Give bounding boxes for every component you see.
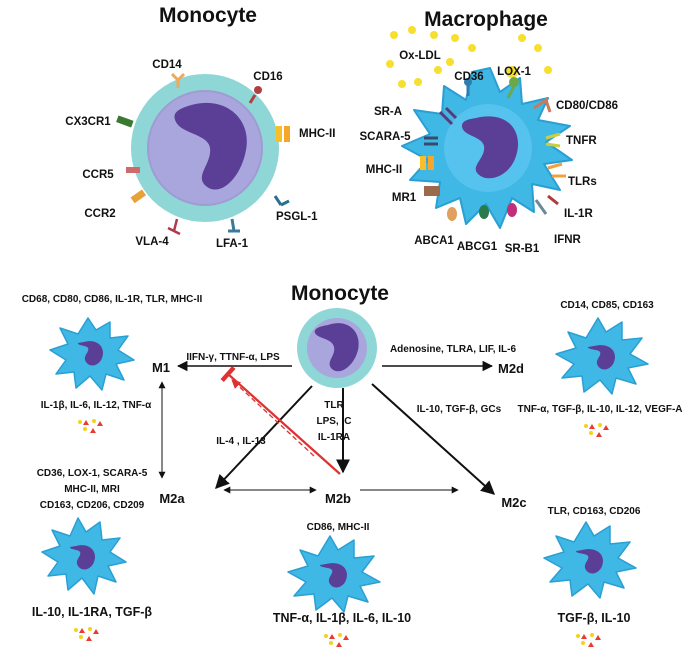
m2a-cytokines xyxy=(74,627,99,641)
m2d-secreted: TNF-α, TGF-β, IL-10, IL-12, VEGF-A xyxy=(517,404,682,415)
node-m2c: M2c xyxy=(501,495,526,510)
m2c-cell xyxy=(543,521,637,599)
m1-secreted: IL-1β, IL-6, IL-12, TNF-α xyxy=(41,400,152,411)
m2a-markers-line1: CD36, LOX-1, SCARA-5 xyxy=(37,468,148,479)
m2a-cell xyxy=(41,517,127,595)
m2d-cytokines xyxy=(584,423,609,437)
receptor-label-mhc-ii-macrophage: MHC-II xyxy=(366,164,402,176)
m2a-markers-line3: CD163, CD206, CD209 xyxy=(40,500,145,511)
receptor-label-ox-ldl: Ox-LDL xyxy=(399,50,441,62)
receptor-label-cd36: CD36 xyxy=(454,71,483,83)
receptor-label-abcg1: ABCG1 xyxy=(457,241,498,253)
stimuli-m2b-line3: IL-1RA xyxy=(318,432,350,443)
receptor-label-ccr5: CCR5 xyxy=(82,169,114,181)
m2c-cytokines xyxy=(576,633,601,647)
top-macrophage-panel: Macrophage xyxy=(359,8,618,255)
m2b-cytokines xyxy=(324,633,349,647)
m2d-cell xyxy=(555,317,649,395)
receptor-label-scara-5: SCARA-5 xyxy=(359,131,411,143)
top-macrophage-receptor-labels: Ox-LDL CD36 LOX-1 SR-A CD80/CD86 SCARA-5… xyxy=(359,50,618,255)
m2c-markers: TLR, CD163, CD206 xyxy=(548,506,641,517)
stimuli-m2a: IL-4 , IL-13 xyxy=(216,436,266,447)
top-monocyte-title: Monocyte xyxy=(159,4,257,27)
receptor-label-cd14: CD14 xyxy=(152,59,182,71)
arrow-to-m2c xyxy=(371,383,496,495)
m2a-markers-line2: MHC-II, MRI xyxy=(64,484,120,495)
m1-markers: CD68, CD80, CD86, IL-1R, TLR, MHC-II xyxy=(22,294,203,305)
receptor-label-abca1: ABCA1 xyxy=(414,235,454,247)
node-m1: M1 xyxy=(152,360,170,375)
receptor-label-lfa-1: LFA-1 xyxy=(216,238,249,250)
m2b-secreted: TNF-α, IL-1β, IL-6, IL-10 xyxy=(273,611,411,625)
receptor-label-tnfr: TNFR xyxy=(566,135,597,147)
receptor-label-il-1r: IL-1R xyxy=(564,208,593,220)
m2a-block: CD36, LOX-1, SCARA-5 MHC-II, MRI CD163, … xyxy=(32,468,153,641)
m2c-block: TLR, CD163, CD206 TGF-β, IL-10 xyxy=(543,506,641,647)
receptor-label-cd80-cd86: CD80/CD86 xyxy=(556,100,618,112)
top-monocyte-cell xyxy=(131,74,279,222)
m2b-cell xyxy=(287,535,381,613)
m1-cytokines xyxy=(78,419,103,433)
stimuli-m2b-line2: LPS, IC xyxy=(316,416,351,427)
stimuli-m2b-line1: TLR xyxy=(324,400,344,411)
m2a-secreted: IL-10, IL-1RA, TGF-β xyxy=(32,605,153,619)
inhibition-m2b-m1 xyxy=(220,365,341,475)
stimuli-m1: IIFN-γ, TTNF-α, LPS xyxy=(186,352,280,363)
m2d-markers: CD14, CD85, CD163 xyxy=(560,300,654,311)
top-monocyte-panel: Monocyte CD14 CD16 MHC-II PSGL-1 LF xyxy=(65,4,335,250)
m1-block: CD68, CD80, CD86, IL-1R, TLR, MHC-II IL-… xyxy=(22,294,203,433)
receptor-label-tlrs: TLRs xyxy=(568,176,597,188)
m2d-block: CD14, CD85, CD163 TNF-α, TGF-β, IL-10, I… xyxy=(517,300,683,437)
stimuli-m2d: Adenosine, TLRA, LIF, IL-6 xyxy=(390,344,517,355)
ox-ldl-particles xyxy=(386,26,552,88)
m1-cell xyxy=(49,317,135,391)
node-m2d: M2d xyxy=(498,361,524,376)
stimuli-m2c: IL-10, TGF-β, GCs xyxy=(417,404,502,415)
top-macrophage-receptors xyxy=(420,77,566,221)
receptor-label-ccr2: CCR2 xyxy=(84,208,115,220)
bottom-monocyte-title: Monocyte xyxy=(291,282,389,305)
arrow-to-m2a xyxy=(215,385,313,490)
receptor-label-ifnr: IFNR xyxy=(554,234,582,246)
top-monocyte-receptors xyxy=(116,72,290,236)
receptor-label-mhc-ii: MHC-II xyxy=(299,128,335,140)
node-m2a: M2a xyxy=(159,491,185,506)
dashed-arrow-m2b-m1 xyxy=(231,379,315,457)
top-macrophage-cell xyxy=(401,67,573,229)
receptor-label-vla-4: VLA-4 xyxy=(135,236,169,248)
pathway-arrows xyxy=(158,360,496,495)
receptor-label-lox-1: LOX-1 xyxy=(497,66,531,78)
node-m2b: M2b xyxy=(325,491,351,506)
receptor-label-sr-b1: SR-B1 xyxy=(505,243,540,255)
receptor-label-psgl-1: PSGL-1 xyxy=(276,211,318,223)
receptor-label-sr-a: SR-A xyxy=(374,106,402,118)
receptor-label-cd16: CD16 xyxy=(253,71,282,83)
polarization-panel: Monocyte M1 M2d M2a M2b M2c IIFN-γ, TTNF xyxy=(22,282,683,647)
central-monocyte-cell xyxy=(297,308,377,388)
m2b-block: CD86, MHC-II TNF-α, IL-1β, IL-6, IL-10 xyxy=(273,522,411,647)
m2c-secreted: TGF-β, IL-10 xyxy=(558,611,631,625)
receptor-label-cx3cr1: CX3CR1 xyxy=(65,116,111,128)
top-macrophage-title: Macrophage xyxy=(424,8,548,31)
receptor-label-mr1: MR1 xyxy=(392,192,417,204)
top-monocyte-receptor-labels: CD14 CD16 MHC-II PSGL-1 LFA-1 VLA-4 CCR2… xyxy=(65,59,335,250)
m2b-markers: CD86, MHC-II xyxy=(307,522,370,533)
